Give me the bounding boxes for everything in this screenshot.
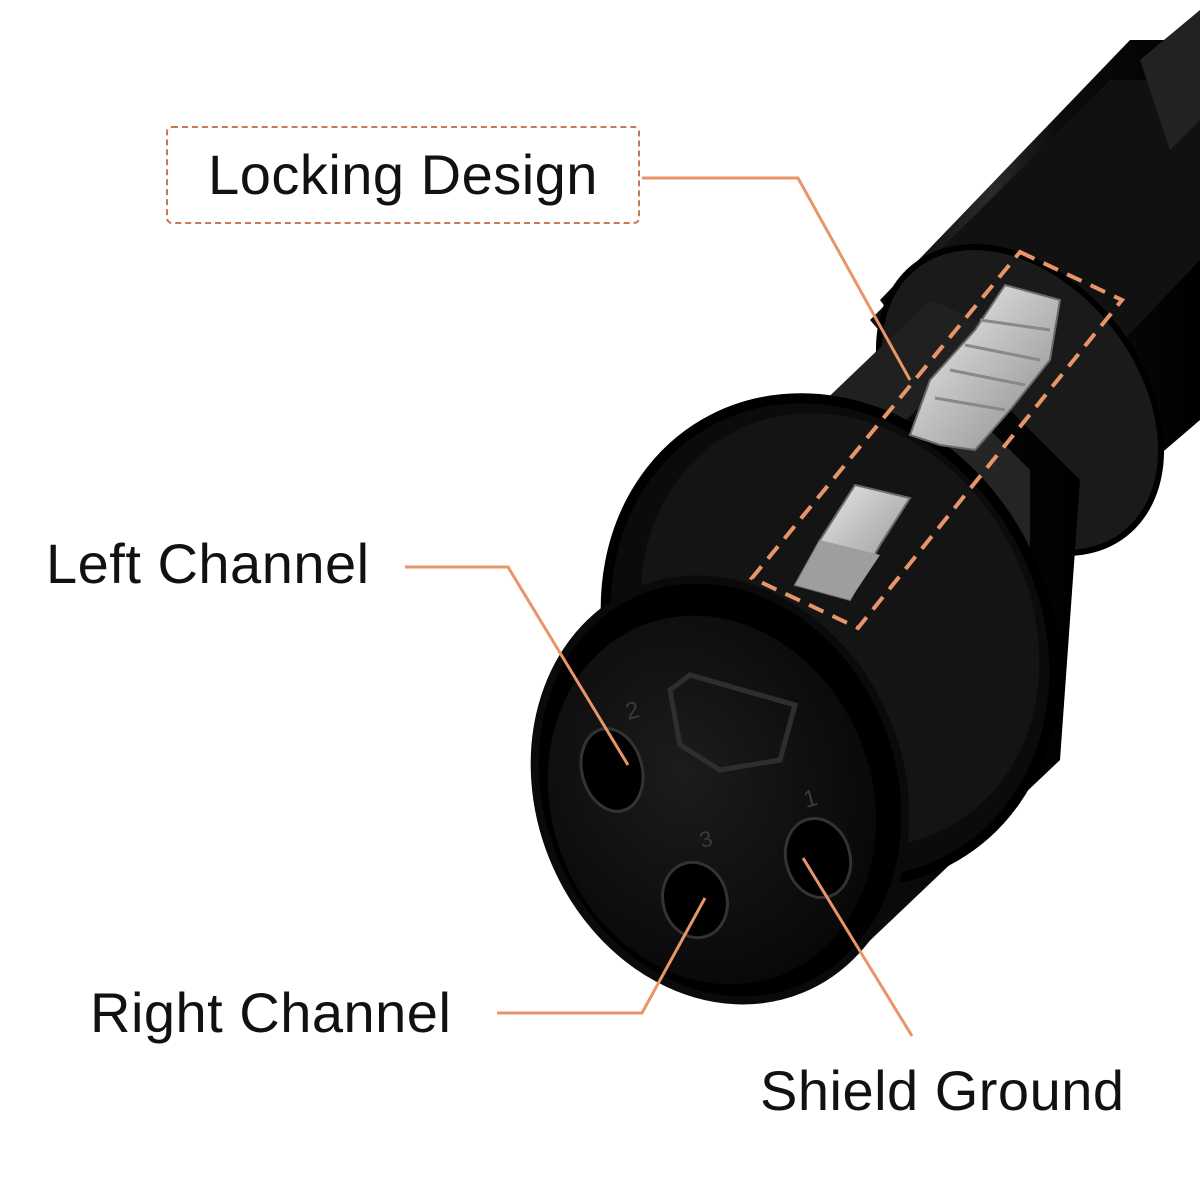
locking-design-text: Locking Design xyxy=(208,143,598,206)
latch-mechanism xyxy=(748,249,1126,631)
callout-line-right xyxy=(497,897,707,1015)
pin-hole-2 xyxy=(579,727,645,813)
connector-face: 2 1 3 xyxy=(530,575,910,1005)
callout-line-left xyxy=(405,565,630,766)
callout-label-right-channel: Right Channel xyxy=(90,981,452,1044)
callout-label-locking-design: Locking Design xyxy=(166,126,640,224)
callout-label-left-channel: Left Channel xyxy=(46,532,370,595)
latch-highlight-box xyxy=(748,249,1126,631)
callout-lines xyxy=(405,176,914,1037)
pin-hole-3 xyxy=(661,860,729,940)
callout-line-locking xyxy=(642,176,912,381)
callout-label-shield-ground: Shield Ground xyxy=(760,1059,1125,1122)
callout-line-shield xyxy=(801,857,914,1037)
